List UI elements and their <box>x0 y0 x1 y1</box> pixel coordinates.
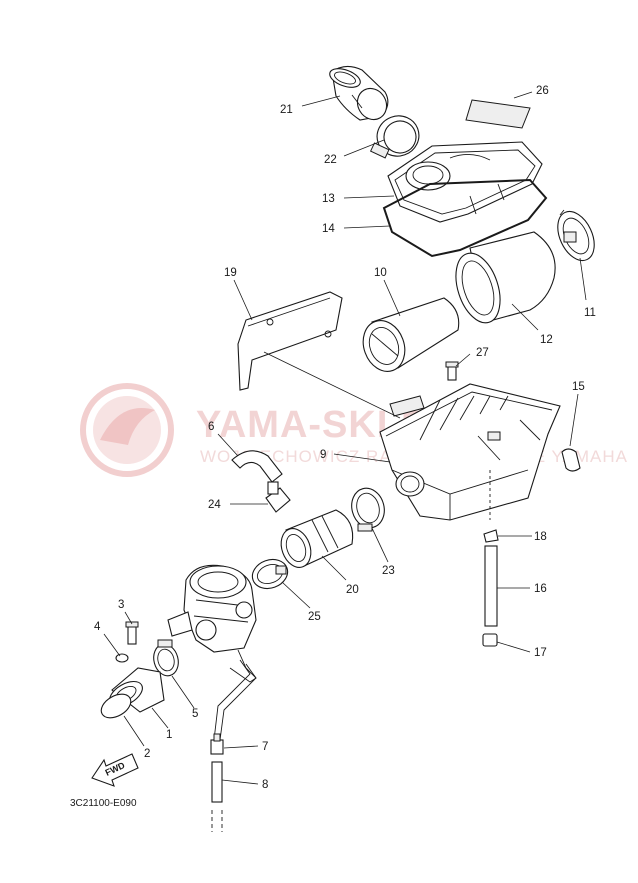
part-19-plate[interactable] <box>237 291 343 391</box>
part-10-filter-frame[interactable] <box>356 297 460 377</box>
part-18-clip[interactable] <box>483 529 499 543</box>
part-7-fitting[interactable] <box>210 733 224 755</box>
callout-23: 23 <box>382 565 395 577</box>
part-20-air-cleaner-joint[interactable] <box>276 509 354 572</box>
callout-25: 25 <box>308 611 321 623</box>
callout-2: 2 <box>144 748 150 760</box>
part-3-bolt[interactable] <box>125 621 139 645</box>
part-12-filter-element[interactable] <box>448 231 556 328</box>
part-11-cap[interactable] <box>551 206 602 267</box>
part-drain-line <box>213 659 257 741</box>
callout-11: 11 <box>584 307 596 319</box>
part-26-label[interactable] <box>465 99 531 129</box>
part-9-air-cleaner-case[interactable] <box>379 383 561 521</box>
callout-26: 26 <box>536 85 549 97</box>
callout-19: 19 <box>224 267 237 279</box>
part-16-drain-hose[interactable] <box>484 545 498 627</box>
part-21-intake-duct[interactable] <box>327 65 392 125</box>
callout-5: 5 <box>192 708 198 720</box>
fwd-arrow-icon: FWD <box>91 753 139 787</box>
watermark-logo-icon <box>80 383 174 477</box>
callout-4: 4 <box>94 621 101 633</box>
callout-8: 8 <box>262 779 268 791</box>
callout-14: 14 <box>322 223 335 235</box>
leader-lines <box>103 91 587 785</box>
part-2-o-ring[interactable] <box>97 689 135 722</box>
callout-16: 16 <box>534 583 547 595</box>
callout-7: 7 <box>262 741 268 753</box>
callouts: 21 22 26 13 14 10 19 11 12 27 15 6 9 24 … <box>94 85 596 791</box>
callout-9: 9 <box>320 449 326 461</box>
diagram-code: 3C21100-E090 <box>70 798 137 809</box>
callout-24: 24 <box>208 499 221 511</box>
callout-22: 22 <box>324 154 337 166</box>
callout-12: 12 <box>540 334 553 346</box>
part-24-joint[interactable] <box>265 481 291 513</box>
part-8-drain-hose[interactable] <box>211 761 223 832</box>
callout-18: 18 <box>534 531 547 543</box>
callout-6: 6 <box>208 421 214 433</box>
part-27-screw[interactable] <box>445 361 459 381</box>
callout-13: 13 <box>322 193 335 205</box>
callout-3: 3 <box>118 599 124 611</box>
part-17-plug[interactable] <box>482 633 498 647</box>
part-15-clip[interactable] <box>561 448 581 472</box>
part-5-clamp[interactable] <box>150 639 181 679</box>
callout-27: 27 <box>476 347 489 359</box>
part-14-gasket[interactable] <box>382 178 548 258</box>
callout-15: 15 <box>572 381 585 393</box>
part-25-clamp[interactable] <box>248 555 291 594</box>
callout-21: 21 <box>280 104 293 116</box>
part-carburetor[interactable] <box>167 564 257 683</box>
part-22-clamp[interactable] <box>369 110 425 162</box>
callout-1: 1 <box>166 729 172 741</box>
part-23-clamp[interactable] <box>347 485 388 532</box>
callout-17: 17 <box>534 647 547 659</box>
callout-20: 20 <box>346 584 359 596</box>
callout-10: 10 <box>374 267 387 279</box>
part-4-washer[interactable] <box>115 653 129 663</box>
